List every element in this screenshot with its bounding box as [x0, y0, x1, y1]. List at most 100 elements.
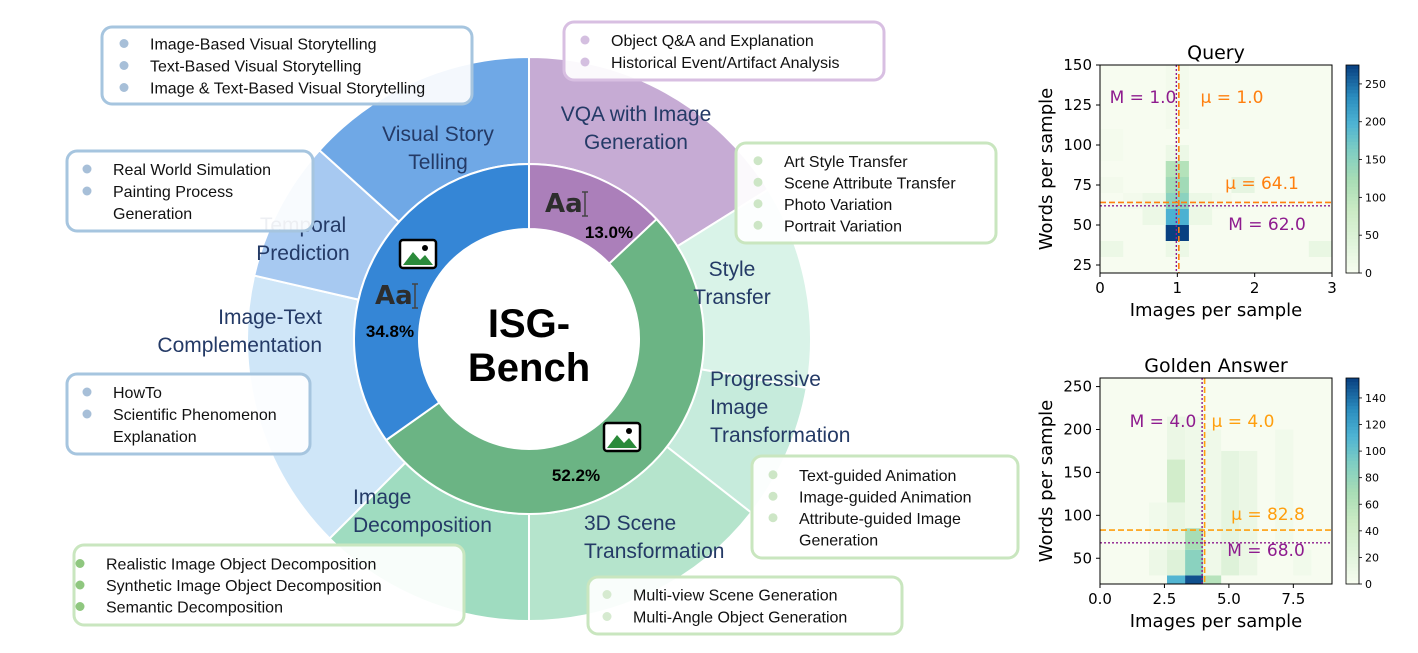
- colorbar-band: [1346, 227, 1359, 232]
- colorbar-band: [1346, 99, 1359, 104]
- colorbar-band: [1346, 477, 1359, 482]
- colorbar-band: [1346, 563, 1359, 568]
- colorbar-band: [1346, 398, 1359, 403]
- colorbar-tick-label: 150: [1365, 154, 1386, 167]
- colorbar-band: [1346, 259, 1359, 264]
- colorbar-band: [1346, 402, 1359, 407]
- callout-border: [750, 454, 1020, 560]
- y-tick-label: 50: [1073, 216, 1092, 234]
- callout-border: [65, 372, 312, 456]
- colorbar-band: [1346, 426, 1359, 431]
- outer-segment-label: Progressive: [710, 368, 821, 391]
- x-axis-label: Images per sample: [1130, 611, 1303, 632]
- callout-item: Image & Text-Based Visual Storytelling: [150, 81, 425, 98]
- colorbar-band: [1346, 487, 1359, 492]
- colorbar-band: [1346, 65, 1359, 70]
- outer-segment-label: Prediction: [256, 242, 349, 265]
- x-tick-label: 3: [1327, 279, 1337, 297]
- callout-item: Realistic Image Object Decomposition: [106, 557, 376, 574]
- callout-box: Image-Based Visual StorytellingText-Base…: [100, 25, 474, 106]
- colorbar-band: [1346, 559, 1359, 564]
- colorbar-band: [1346, 255, 1359, 260]
- callout-border: [100, 25, 474, 106]
- axes-frame: [1099, 64, 1333, 274]
- bullet-dot: [580, 35, 590, 45]
- colorbar-band: [1346, 439, 1359, 444]
- colorbar-band: [1346, 577, 1359, 582]
- y-tick-label: 150: [1063, 56, 1092, 74]
- median-y-annotation: M = 62.0: [1228, 215, 1306, 235]
- colorbar-band: [1346, 515, 1359, 520]
- callout-border: [734, 141, 998, 245]
- heatmap-background: [1100, 65, 1332, 273]
- heatmap-cell: [1165, 145, 1189, 161]
- x-tick-label: 1: [1173, 279, 1183, 297]
- callout-item: HowTo: [113, 385, 162, 402]
- colorbar-band: [1346, 144, 1359, 149]
- colorbar-band: [1346, 120, 1359, 125]
- colorbar-band: [1346, 78, 1359, 83]
- outer-segment-label: Generation: [584, 131, 688, 154]
- colorbar-tick-label: 200: [1365, 116, 1386, 129]
- colorbar-band: [1346, 113, 1359, 118]
- x-tick-label: 2: [1250, 279, 1260, 297]
- outer-segment-label: Transformation: [584, 540, 724, 563]
- callout-border: [72, 543, 466, 627]
- image-icon: [398, 238, 438, 270]
- colorbar-band: [1346, 580, 1359, 585]
- colorbar-band: [1346, 196, 1359, 201]
- text-icon-glyph: Aa: [545, 189, 583, 219]
- colorbar-band: [1346, 214, 1359, 219]
- heatmap-cell: [1239, 450, 1258, 576]
- callout-item: Generation: [113, 206, 192, 223]
- callout-item: Image-guided Animation: [799, 489, 972, 506]
- colorbar-tick-label: 0: [1365, 578, 1372, 591]
- heatmap-cell: [1185, 575, 1204, 584]
- colorbar-band: [1346, 75, 1359, 80]
- colorbar-band: [1346, 412, 1359, 417]
- callout-item: Text-Based Visual Storytelling: [150, 59, 361, 76]
- y-tick-label: 200: [1063, 421, 1092, 439]
- outer-segment-label: Style: [709, 258, 756, 281]
- colorbar-band: [1346, 123, 1359, 128]
- colorbar-band: [1346, 241, 1359, 246]
- heatmap-cell: [1148, 549, 1168, 576]
- colorbar-band: [1346, 463, 1359, 468]
- colorbar-band: [1346, 89, 1359, 94]
- colorbar-band: [1346, 103, 1359, 108]
- x-axis-label: Images per sample: [1130, 300, 1303, 321]
- colorbar-band: [1346, 175, 1359, 180]
- colorbar-band: [1346, 422, 1359, 427]
- colorbar-band: [1346, 498, 1359, 503]
- heatmap-cell: [1165, 65, 1189, 129]
- colorbar-band: [1346, 134, 1359, 139]
- bullet-dot: [82, 164, 92, 174]
- colorbar-band: [1346, 470, 1359, 475]
- median-y-annotation: M = 68.0: [1227, 541, 1305, 561]
- outer-segment-label: Transformation: [710, 424, 850, 447]
- image-icon: [602, 421, 642, 453]
- colorbar-band: [1346, 429, 1359, 434]
- colorbar-band: [1346, 172, 1359, 177]
- colorbar-band: [1346, 245, 1359, 250]
- colorbar-band: [1346, 391, 1359, 396]
- callout-item: Attribute-guided Image: [799, 511, 961, 528]
- colorbar-band: [1346, 546, 1359, 551]
- heatmap-cell: [1100, 241, 1124, 257]
- colorbar-band: [1346, 549, 1359, 554]
- colorbar-tick-label: 60: [1365, 498, 1379, 511]
- colorbar-band: [1346, 415, 1359, 420]
- colorbar-band: [1346, 491, 1359, 496]
- y-tick-label: 150: [1063, 463, 1092, 481]
- x-tick-label: 0.0: [1088, 590, 1112, 608]
- heatmap-cell: [1165, 177, 1189, 193]
- callout-item: Photo Variation: [784, 197, 892, 214]
- y-tick-label: 250: [1063, 378, 1092, 396]
- colorbar-band: [1346, 535, 1359, 540]
- colorbar-band: [1346, 518, 1359, 523]
- colorbar-band: [1346, 162, 1359, 167]
- colorbar-band: [1346, 474, 1359, 479]
- colorbar-band: [1346, 200, 1359, 205]
